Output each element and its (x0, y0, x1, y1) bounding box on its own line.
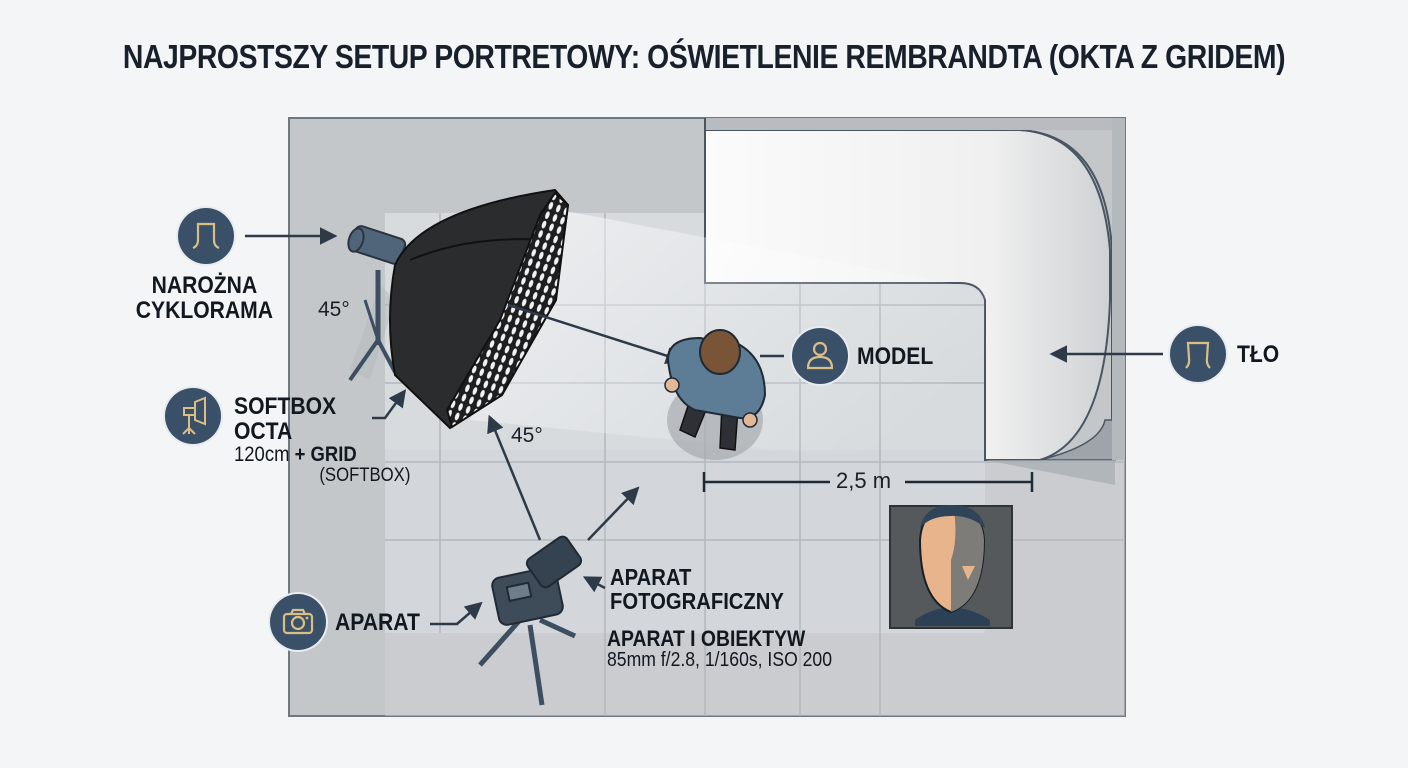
light-stand (347, 225, 407, 382)
background-label: TŁO (1237, 341, 1280, 368)
backdrop-icon (1170, 326, 1226, 382)
softbox-size: 120cm (234, 443, 290, 467)
camera-full-line1: APARAT (610, 564, 692, 590)
softbox-label: SOFTBOX OCTA 120cm + GRID (SOFTBOX) (234, 394, 410, 486)
softbox-light-icon (165, 388, 221, 444)
softbox-note: (SOFTBOX) (319, 465, 411, 487)
cyclorama-label: NAROŻNA CYKLORAMA (134, 272, 275, 325)
camera-tripod (478, 535, 583, 706)
camera-lens-heading: APARAT I OBIEKTYW (607, 626, 806, 651)
distance-marker (702, 472, 1034, 492)
softbox-octa (389, 188, 570, 430)
softbox-label-line2: OCTA (234, 418, 293, 446)
camera-lens-settings: 85mm f/2.8, 1/160s, ISO 200 (607, 649, 833, 672)
model-figure (664, 329, 767, 460)
rembrandt-face-thumbnail (889, 505, 1013, 629)
camera-lens-label: APARAT I OBIEKTYW 85mm f/2.8, 1/160s, IS… (607, 627, 832, 671)
softbox-plus: + (294, 443, 306, 467)
camera-full-line2: FOTOGRAFICZNY (610, 588, 784, 615)
softbox-grid: GRID (310, 443, 357, 467)
camera-icon (270, 594, 326, 650)
page-title: NAJPROSTSZY SETUP PORTRETOWY: OŚWIETLENI… (122, 38, 1286, 75)
camera-angle-label: 45° (511, 424, 543, 447)
softbox-label-line1: SOFTBOX (234, 393, 337, 420)
cyclorama-icon (178, 208, 234, 264)
light-angle-label: 45° (318, 298, 350, 321)
model-label: MODEL (857, 343, 934, 370)
camera-full-label: APARAT FOTOGRAFICZNY (610, 565, 784, 613)
person-icon (792, 328, 848, 384)
camera-short-label: APARAT (335, 609, 420, 636)
cyclorama-label-line2: CYKLORAMA (135, 297, 274, 325)
distance-label: 2,5 m (836, 468, 892, 493)
cyclorama-label-line1: NAROŻNA (151, 272, 258, 299)
softbox-spec: 120cm + GRID (234, 444, 410, 466)
